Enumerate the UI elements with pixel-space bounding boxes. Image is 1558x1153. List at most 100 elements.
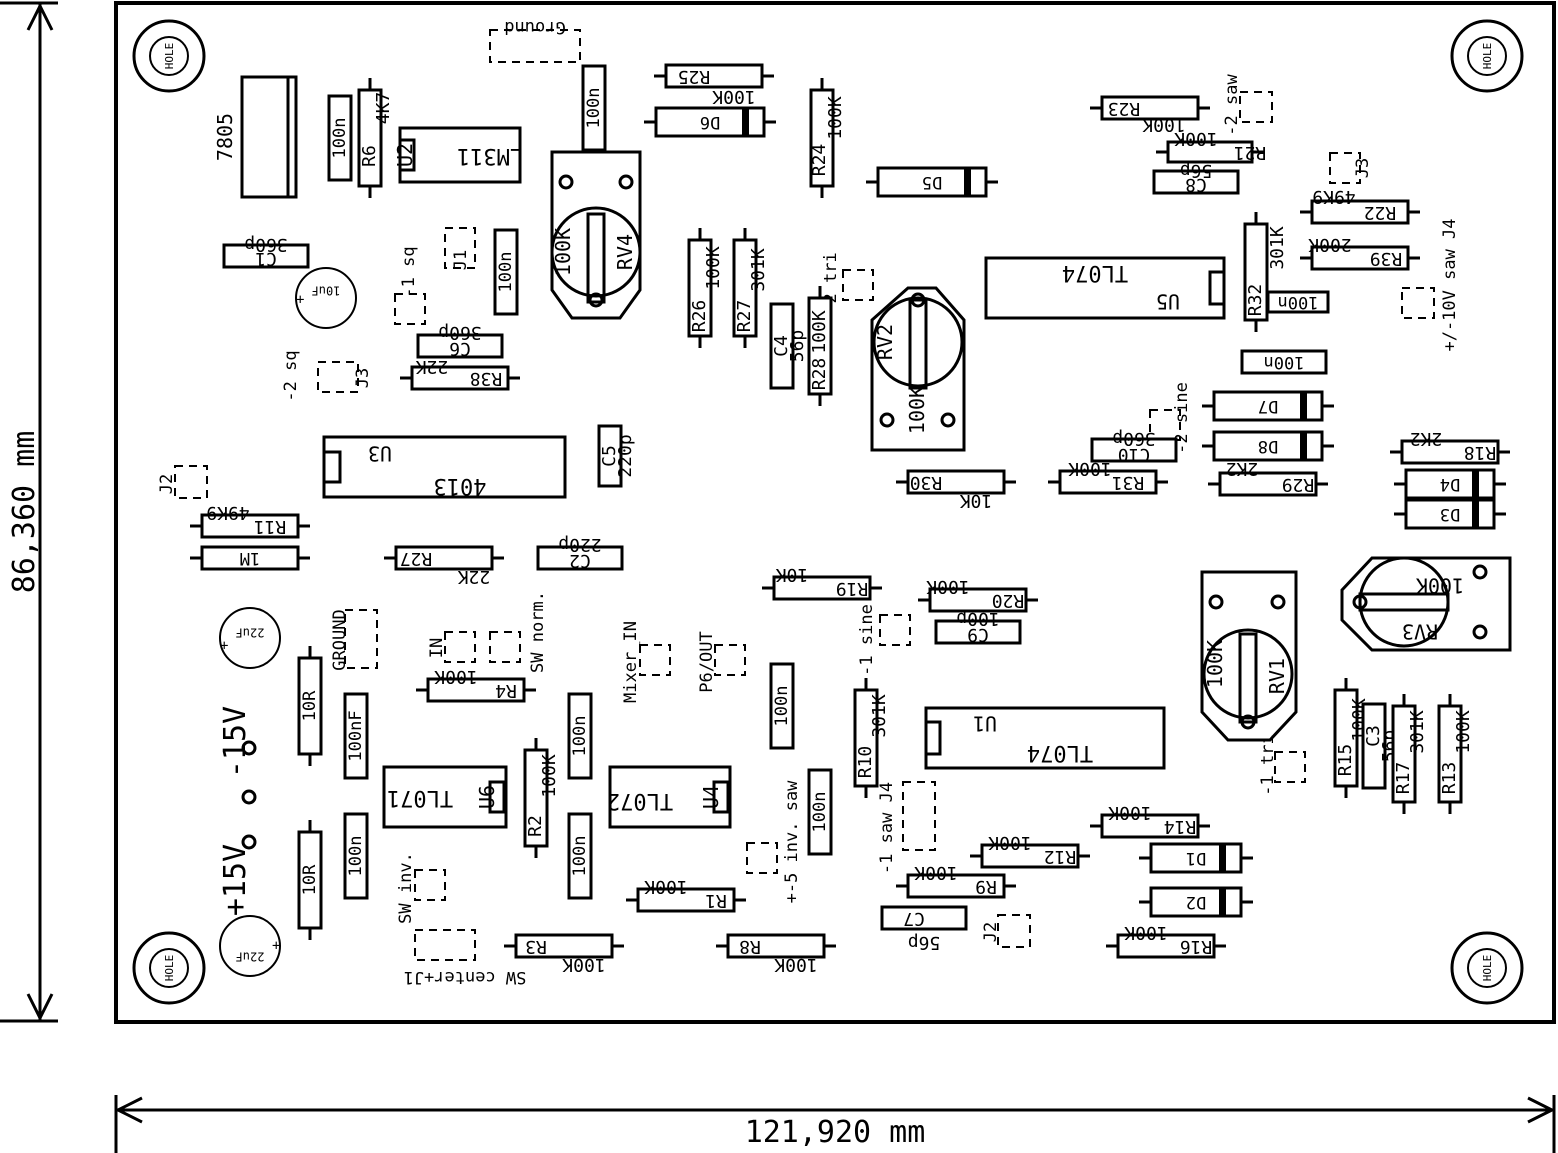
component-value: 360p [1112, 428, 1155, 449]
capacitor-100n: 100n [327, 94, 353, 182]
component-ref: C10 [1118, 444, 1151, 465]
component-value: 301K [1407, 710, 1428, 754]
diode-d1: D1 [1139, 842, 1253, 874]
capacitor-value: 10uF [312, 284, 341, 298]
diode-d7: D7 [1202, 390, 1334, 422]
component-body [880, 905, 968, 931]
ic-u3-4013: 4013 U3 [322, 435, 567, 499]
component-value: 100K [926, 576, 970, 597]
component-ref: R27 [400, 548, 433, 569]
diode-cathode-stripe [1300, 392, 1307, 420]
p6-out-label: P6/OUT [697, 631, 717, 692]
regulator-7805: 7805 [213, 75, 298, 199]
diode-d5: D5 [866, 166, 998, 198]
component-ref: R10 [855, 746, 876, 779]
component-body [1166, 140, 1254, 164]
j2-label: J2 [981, 922, 1001, 942]
width-label: 121,920 mm [745, 1115, 926, 1150]
component-label: 100n [1278, 292, 1319, 312]
component-ref: R27 [734, 300, 755, 333]
capacitor-100n: 100n [493, 228, 519, 316]
component-body [769, 302, 795, 390]
component-value: 100K [562, 954, 606, 975]
diode-cathode-stripe [1472, 500, 1479, 528]
component-label: 100n [1264, 352, 1305, 372]
component-body [416, 333, 504, 359]
component-body [769, 662, 795, 750]
component-label: D6 [700, 112, 720, 132]
j1-label: J1 [451, 250, 471, 270]
capacitor-100n: 100n [1266, 290, 1330, 314]
component-value: 22K [416, 356, 449, 377]
component-ref: C8 [1185, 174, 1207, 195]
component-ref: R2 [525, 815, 546, 837]
component-label: D8 [1258, 436, 1278, 456]
ic-ref: U5 [1156, 290, 1180, 314]
component-value: 100K [1174, 128, 1218, 149]
diode-cathode-stripe [964, 168, 971, 196]
electrolytic-22uf-top: 22uF + [219, 607, 281, 669]
mounting-hole-bottom-left: HOLE [132, 931, 206, 1005]
component-body [426, 677, 526, 703]
component-body [200, 545, 300, 571]
component-value: 56p [908, 932, 941, 953]
capacitor-100n: 100n [567, 692, 593, 780]
component-value: 100K [434, 666, 478, 687]
component-ref: C9 [967, 624, 989, 645]
component-ref: C3 [1363, 725, 1384, 747]
capacitor-100n: 100n [769, 662, 795, 750]
component-ref: R6 [359, 145, 380, 167]
component-value: 360p [438, 322, 481, 343]
component-label: 10R [300, 864, 320, 895]
resistor-10r: 10R [297, 646, 323, 766]
component-body [297, 656, 323, 756]
component-value: 100K [809, 310, 830, 354]
ic-label: LM311 [457, 143, 523, 168]
ic-label: TL074 [1062, 260, 1128, 285]
trimmer-value: 100K [1203, 640, 1227, 688]
component-body [410, 365, 510, 391]
component-label: 100nF [346, 710, 366, 761]
component-ref: R4 [495, 680, 517, 701]
component-ref: R18 [1464, 442, 1497, 463]
component-ref: R28 [809, 358, 830, 391]
component-value: 220p [615, 434, 636, 477]
sine1-header-label: -1 sine [857, 604, 877, 676]
component-value: 49K9 [1312, 186, 1355, 207]
component-ref: R15 [1335, 744, 1356, 777]
sw-center-label: SW center+J1 [404, 967, 527, 987]
capacitor-100n: 100n [807, 768, 833, 856]
board-outline [114, 1, 1556, 1024]
ic-label: TL071 [387, 785, 453, 810]
ic-lm311: LM311 U2 [393, 126, 523, 184]
ic-label: TL074 [1027, 740, 1093, 765]
trimmer-rv4: 100K RV4 [550, 150, 642, 320]
component-body [1116, 933, 1216, 959]
ic-ref: U6 [475, 785, 499, 809]
component-body [514, 933, 614, 959]
component-value: 2K2 [1226, 458, 1259, 479]
sq2-header-label: -2 sq [281, 350, 301, 401]
resistor-r27: R27 301K [732, 228, 769, 348]
component-body [1058, 469, 1158, 495]
trimmer-value: 100K [905, 386, 929, 434]
component-body [928, 587, 1028, 613]
sw-inv-label: SW inv. [396, 852, 416, 924]
component-ref: C5 [599, 445, 620, 467]
component-value: 10K [960, 490, 993, 511]
component-ref: R30 [910, 472, 943, 493]
component-value: 301K [748, 248, 769, 292]
component-value: 100K [1142, 114, 1186, 135]
component-value: 100K [988, 832, 1032, 853]
component-body [687, 238, 713, 338]
component-body [357, 88, 383, 188]
component-ref: C7 [903, 908, 925, 929]
